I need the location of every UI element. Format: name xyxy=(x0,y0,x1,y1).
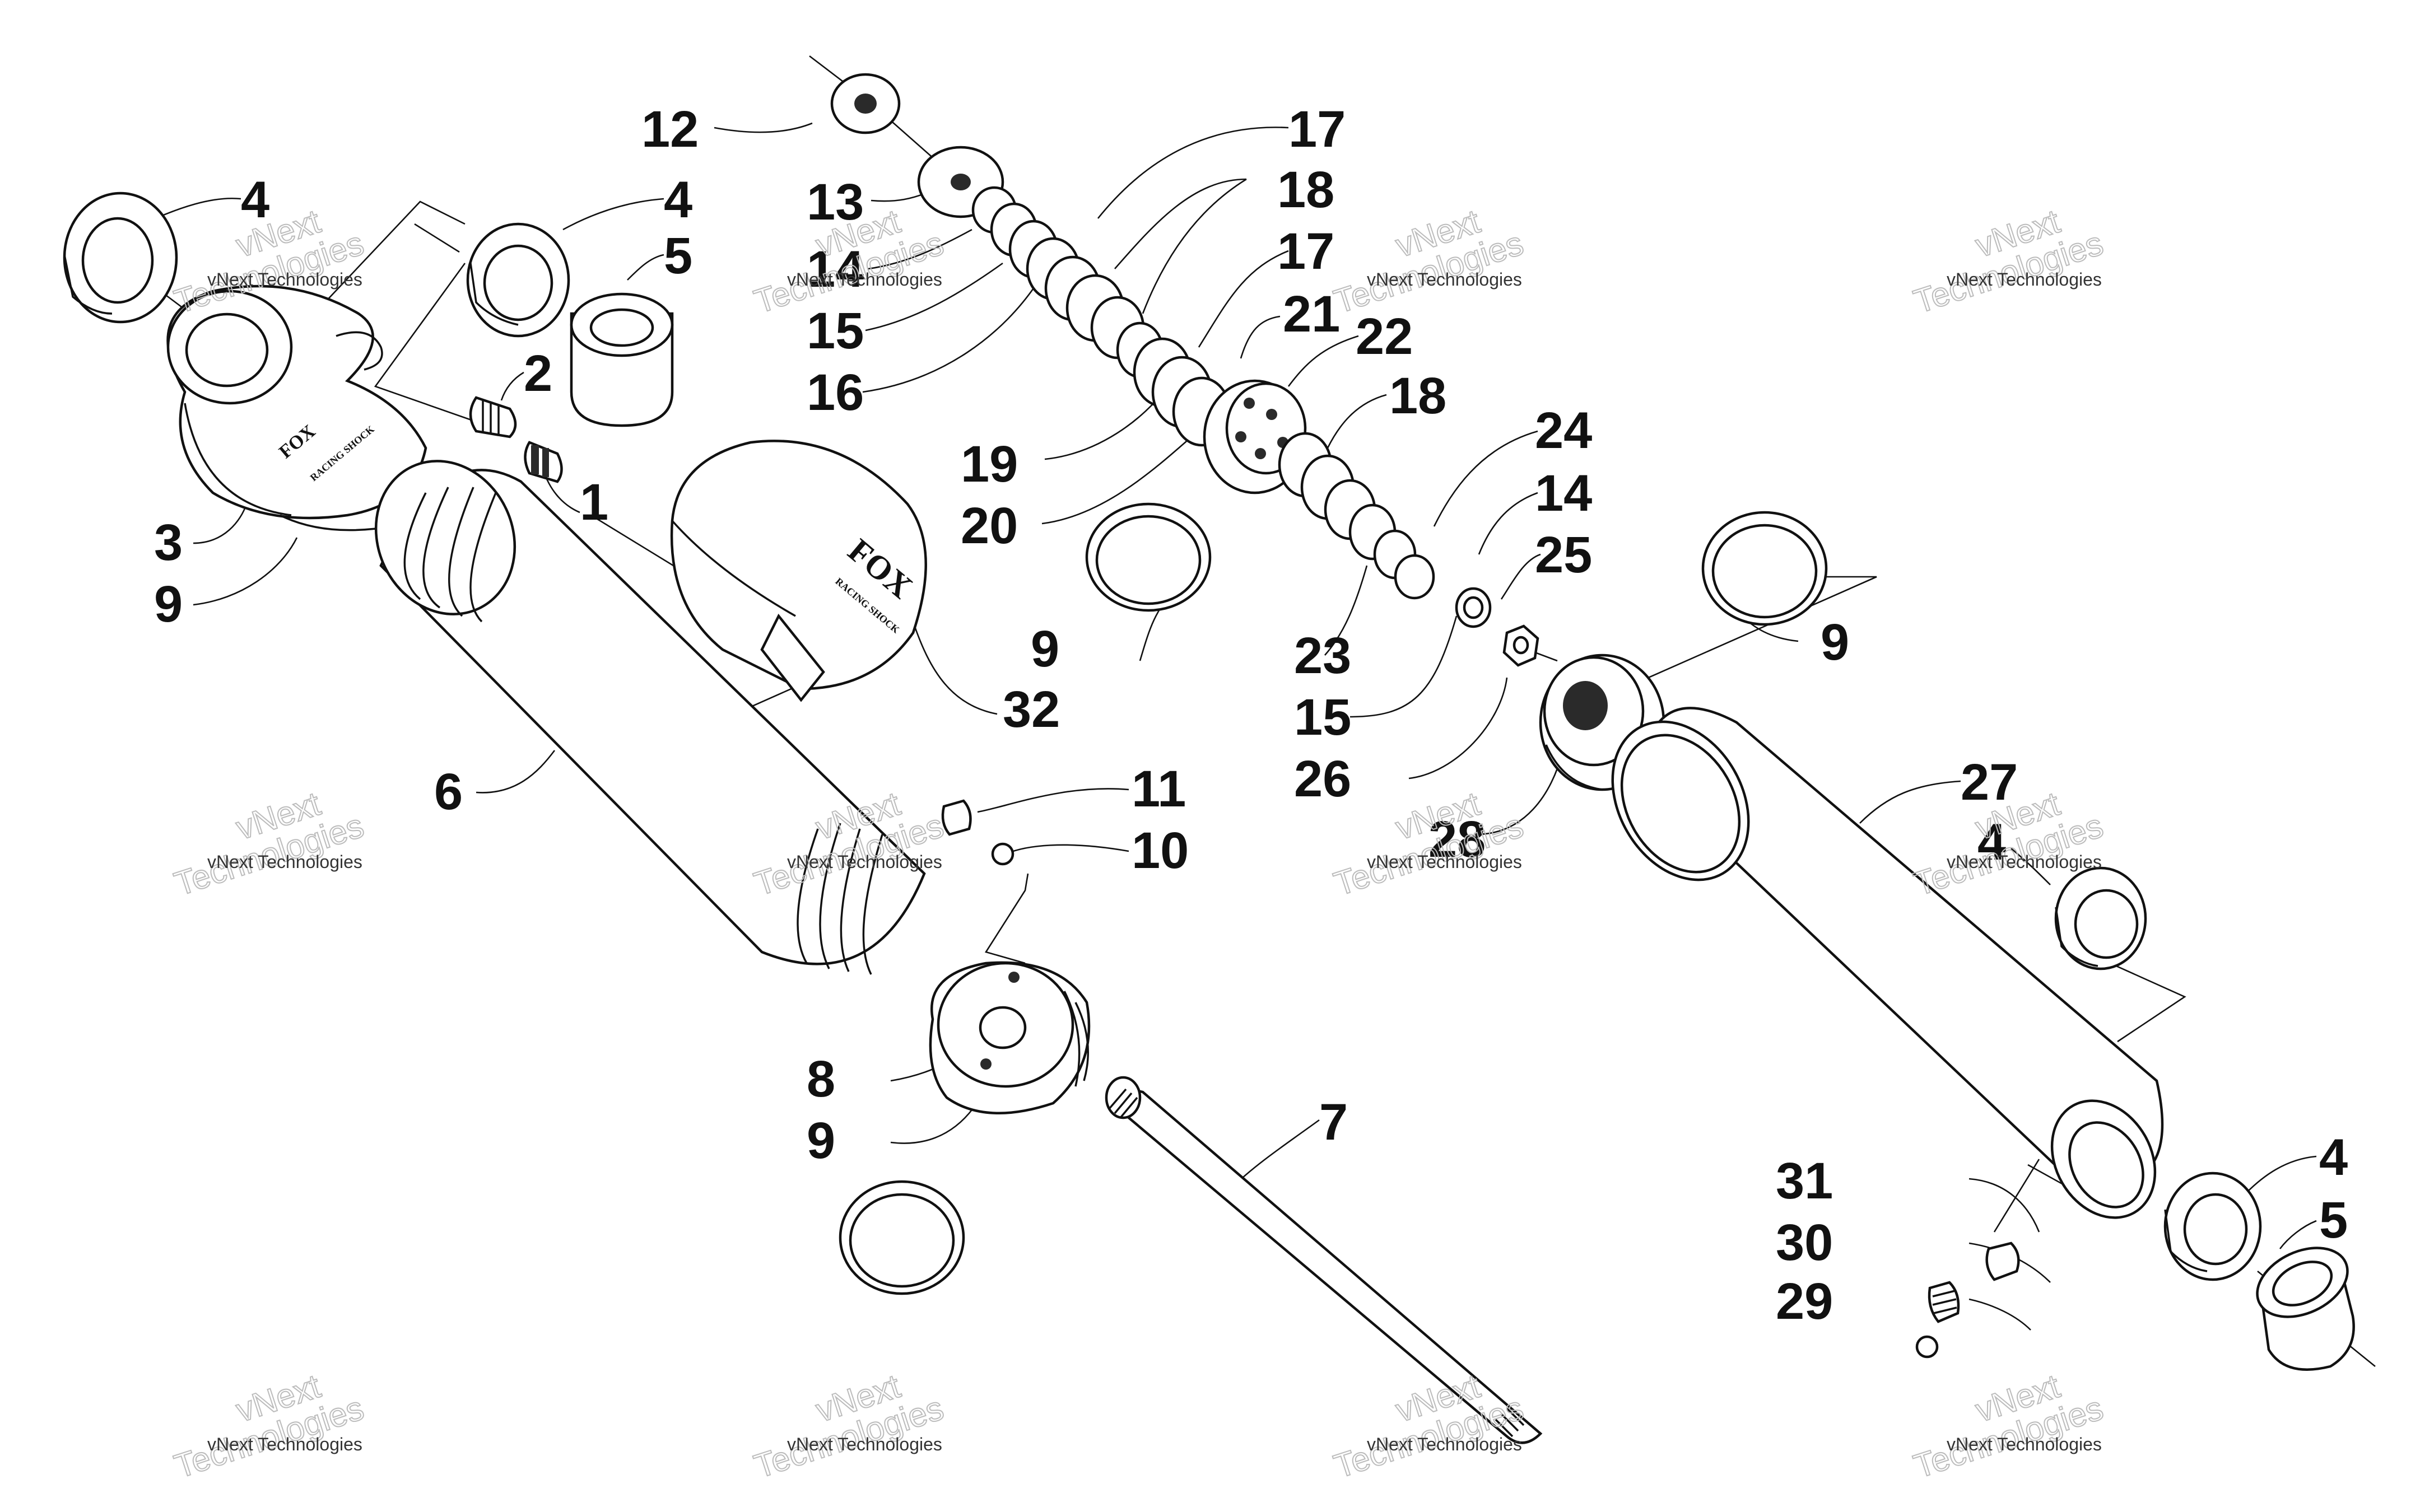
o-ring-9-lower xyxy=(839,1180,965,1295)
shim-stack-lower xyxy=(1278,432,1435,600)
shim-stack xyxy=(971,186,1231,447)
eyelet-bushing-4 xyxy=(466,222,570,338)
svg-text:vNext Technologies: vNext Technologies xyxy=(1367,269,1522,290)
svg-text:vNext Technologies: vNext Technologies xyxy=(207,1434,362,1454)
svg-text:vNext Technologies: vNext Technologies xyxy=(1947,1434,2102,1454)
callout-9: 9 xyxy=(154,576,183,633)
watermark: vNext Technologies vNext Technologies xyxy=(169,1366,369,1486)
callout-9: 9 xyxy=(807,1112,835,1169)
reservoir-cap-32: FOX RACING SHOCK xyxy=(670,440,927,702)
plug-31 xyxy=(1985,1242,2020,1281)
end-cap-eyelet-3: FOX RACING SHOCK xyxy=(166,284,427,520)
callout-9: 9 xyxy=(1821,614,1849,671)
callout-15: 15 xyxy=(807,302,864,360)
watermark: vNext Technologies vNext Technologies xyxy=(1329,1366,1528,1486)
callout-4: 4 xyxy=(1977,814,2006,871)
callout-27: 27 xyxy=(1961,754,2018,811)
callout-30: 30 xyxy=(1776,1214,1833,1271)
callout-1: 1 xyxy=(580,474,608,531)
svg-text:vNext Technologies: vNext Technologies xyxy=(787,1434,942,1454)
ball-29 xyxy=(1915,1335,1939,1359)
callout-7: 7 xyxy=(1319,1094,1348,1151)
eyelet-bushing-right-4 xyxy=(2054,866,2147,970)
callout-25: 25 xyxy=(1535,526,1592,584)
callout-24: 24 xyxy=(1535,402,1592,459)
screw-30 xyxy=(1928,1281,1960,1323)
watermark: vNext Technologies vNext Technologies xyxy=(1329,784,1528,903)
svg-text:vNext Technologies: vNext Technologies xyxy=(1947,269,2102,290)
watermark: vNext Technologies vNext Technologies xyxy=(1909,202,2108,321)
callout-17: 17 xyxy=(1277,223,1334,280)
watermark: vNext Technologies vNext Technologies xyxy=(1329,202,1528,321)
callout-4: 4 xyxy=(2319,1129,2348,1186)
callout-8: 8 xyxy=(807,1051,835,1108)
callout-11: 11 xyxy=(1132,760,1186,818)
callout-12: 12 xyxy=(641,101,699,158)
watermark: vNext Technologies vNext Technologies xyxy=(169,784,369,903)
svg-text:vNext Technologies: vNext Technologies xyxy=(787,269,942,290)
callout-6: 6 xyxy=(434,763,463,820)
callout-29: 29 xyxy=(1776,1273,1833,1330)
svg-text:vNext Technologies: vNext Technologies xyxy=(1367,1434,1522,1454)
callout-22: 22 xyxy=(1356,308,1413,365)
callout-5: 5 xyxy=(664,227,692,284)
callout-20: 20 xyxy=(961,497,1018,554)
callouts: 12 13 14 15 16 17 18 17 21 22 18 19 20 2… xyxy=(154,101,2348,1330)
callout-9: 9 xyxy=(1031,620,1059,678)
callout-14: 14 xyxy=(1535,465,1592,522)
svg-text:vNext Technologies: vNext Technologies xyxy=(1947,852,2102,872)
callout-15: 15 xyxy=(1294,689,1351,746)
eyelet-bushing-left-4 xyxy=(63,192,178,324)
callout-14: 14 xyxy=(807,241,864,298)
valve-cap-1 xyxy=(524,441,563,483)
reservoir-body-27 xyxy=(1611,707,2164,1219)
valve-2 xyxy=(469,396,517,438)
o-ring-9-right xyxy=(1701,511,1828,626)
eyelet-bushing-lower-4 xyxy=(2163,1172,2262,1281)
svg-text:vNext Technologies: vNext Technologies xyxy=(207,852,362,872)
svg-text:vNext Technologies: vNext Technologies xyxy=(1367,852,1522,872)
callout-32: 32 xyxy=(1003,681,1060,738)
svg-text:vNext Technologies: vNext Technologies xyxy=(787,852,942,872)
callout-18: 18 xyxy=(1277,161,1334,218)
callout-4: 4 xyxy=(664,171,692,228)
callout-19: 19 xyxy=(961,436,1018,493)
callout-17: 17 xyxy=(1288,101,1346,158)
watermark: vNext Technologies vNext Technologies xyxy=(1909,1366,2108,1486)
washer-25 xyxy=(1455,587,1492,628)
callout-16: 16 xyxy=(807,364,864,421)
leader-lines xyxy=(142,122,2317,1331)
callout-28: 28 xyxy=(1428,811,1486,868)
bearing-8 xyxy=(929,961,1091,1114)
watermark: vNext Technologies vNext Technologies xyxy=(749,1366,948,1486)
nut-26 xyxy=(1502,624,1539,667)
spacer-sleeve-lower-5 xyxy=(2256,1247,2355,1371)
spacer-sleeve-5 xyxy=(570,292,674,427)
callout-31: 31 xyxy=(1776,1152,1833,1210)
callout-4: 4 xyxy=(241,171,269,228)
svg-text:vNext Technologies: vNext Technologies xyxy=(207,269,362,290)
callout-21: 21 xyxy=(1283,286,1340,343)
callout-10: 10 xyxy=(1132,822,1189,879)
callout-23: 23 xyxy=(1294,627,1351,684)
ball-10 xyxy=(991,842,1014,866)
plug-11 xyxy=(941,799,972,836)
o-ring-9-center xyxy=(1085,502,1212,612)
shaft-7 xyxy=(1105,1076,1543,1444)
callout-2: 2 xyxy=(524,345,552,402)
callout-13: 13 xyxy=(807,174,864,231)
callout-5: 5 xyxy=(2319,1192,2348,1249)
callout-26: 26 xyxy=(1294,750,1351,808)
washer-12 xyxy=(830,73,901,134)
callout-18: 18 xyxy=(1389,367,1446,424)
shock-body-6 xyxy=(374,460,926,975)
callout-3: 3 xyxy=(154,514,183,571)
